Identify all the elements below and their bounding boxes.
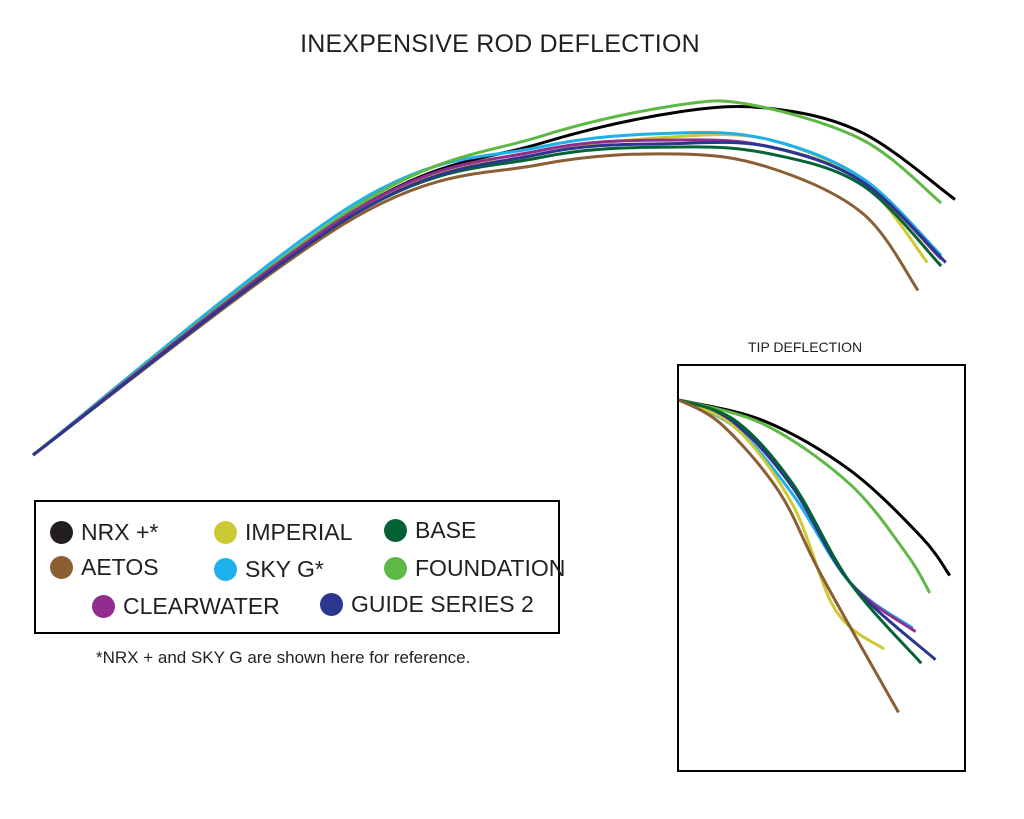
legend-label: NRX +* (81, 519, 159, 545)
legend-item: GUIDE SERIES 2 (320, 591, 534, 618)
legend-label: AETOS (81, 554, 159, 580)
legend-label: IMPERIAL (245, 519, 353, 545)
legend-item: CLEARWATER (92, 593, 280, 620)
legend-item: BASE (384, 517, 476, 544)
legend-label: GUIDE SERIES 2 (351, 591, 534, 617)
inset-series-nrx (678, 398, 952, 577)
legend-swatch (384, 519, 407, 542)
legend-swatch (50, 556, 73, 579)
reference-note: *NRX + and SKY G are shown here for refe… (96, 648, 471, 667)
chart-title: INEXPENSIVE ROD DEFLECTION (300, 30, 700, 58)
inset-series-foundation (678, 398, 932, 594)
legend-item: AETOS (50, 554, 159, 581)
legend-item: SKY G* (214, 556, 324, 583)
legend: NRX +* IMPERIAL BASE AETOS SKY G* FOUNDA… (34, 500, 565, 634)
legend-item: IMPERIAL (214, 519, 352, 546)
legend-swatch (214, 521, 237, 544)
legend-item: NRX +* (50, 519, 158, 546)
legend-label: CLEARWATER (123, 593, 280, 619)
inset-series-guide-series-2 (678, 398, 937, 661)
legend-swatch (50, 521, 73, 544)
legend-swatch (214, 558, 237, 581)
main-chart-lines (32, 99, 956, 457)
main-series-sky-g (32, 131, 943, 457)
main-series-aetos (32, 152, 920, 457)
inset-title: TIP DEFLECTION (748, 339, 863, 355)
legend-label: FOUNDATION (415, 555, 566, 581)
legend-label: SKY G* (245, 556, 324, 582)
legend-swatch (320, 593, 343, 616)
legend-swatch (92, 595, 115, 618)
legend-label: BASE (415, 517, 477, 543)
main-series-guide-series-2 (32, 140, 947, 457)
inset-series-base (678, 398, 923, 665)
legend-item: FOUNDATION (384, 555, 565, 582)
inset-frame (677, 364, 966, 772)
inset-chart-lines (678, 398, 952, 714)
inset-series-aetos (678, 398, 900, 714)
legend-swatch (384, 557, 407, 580)
